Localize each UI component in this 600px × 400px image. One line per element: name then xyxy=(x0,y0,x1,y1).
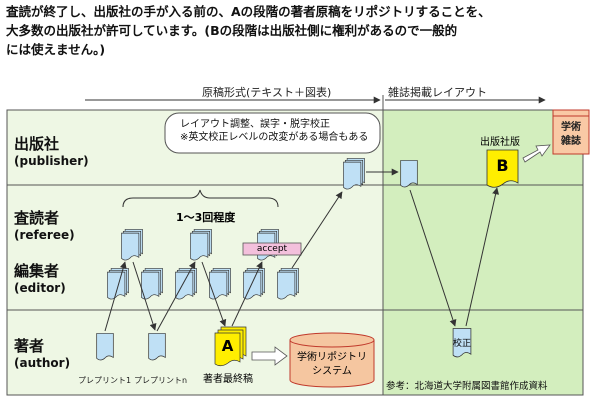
callout-line-1: レイアウト調整、誤字・脱字校正 xyxy=(180,119,330,130)
version-b-letter: B xyxy=(496,156,509,175)
preprint-1-doc xyxy=(96,333,114,361)
review-rounds-label: 1～3回程度 xyxy=(176,211,236,224)
phase-label-manuscript: 原稿形式(テキスト＋図表) xyxy=(202,86,332,99)
version-b-doc xyxy=(486,149,519,188)
callout-bubble xyxy=(164,112,381,154)
intro-line-2: 大多数の出版社が許可しています。(Bの段階は出版社側に権利があるので一般的 xyxy=(6,23,458,38)
repository-label: 学術リポジトリ システム xyxy=(297,352,367,377)
publisher-layout-doc-icon xyxy=(400,160,418,188)
lane-author-label: 著者 xyxy=(14,337,45,355)
deposit-arrow xyxy=(251,346,288,366)
author-final-doc xyxy=(214,326,247,367)
source-note: 参考：北海道大学附属図書館作成資料 xyxy=(386,381,548,392)
lane-publisher-sub: (publisher) xyxy=(14,154,89,168)
author-final-caption: 著者最終稿 xyxy=(203,374,253,385)
lane-author-sub: (author) xyxy=(14,356,71,370)
lane-publisher: 出版社 (publisher) xyxy=(14,136,89,170)
accept-tag xyxy=(242,242,302,256)
phase-label-journal-layout: 雑誌掲載レイアウト xyxy=(388,86,487,99)
lane-author: 著者 (author) xyxy=(14,338,70,372)
journal-label: 学術 雑誌 xyxy=(561,122,581,147)
review-brace xyxy=(122,189,279,208)
lane-referee-sub: (referee) xyxy=(14,228,75,242)
lane-publisher-label: 出版社 xyxy=(14,135,60,153)
preprint-n-doc xyxy=(148,333,166,361)
lane-editor-sub: (editor) xyxy=(14,281,66,295)
publisher-version-caption: 出版社版 xyxy=(480,137,520,148)
preprint-1-label: プレプリント1 xyxy=(78,376,132,385)
publish-arrow xyxy=(522,144,551,163)
lane-referee: 査読者 (referee) xyxy=(14,210,75,244)
author-final-letter: A xyxy=(221,337,234,355)
preprint-n-label: プレプリントn xyxy=(134,376,188,385)
accept-label: accept xyxy=(256,244,288,254)
lane-referee-label: 査読者 xyxy=(14,209,60,227)
intro-line-3: には使えません。) xyxy=(6,42,106,57)
proof-label: 校正 xyxy=(452,339,471,349)
lane-editor-label: 編集者 xyxy=(14,262,60,280)
intro-line-1: 査読が終了し、出版社の手が入る前の、Aの段階の著者原稿をリポジトリすることを、 xyxy=(6,4,491,19)
callout-line-2: ※英文校正レベルの改変がある場合もある xyxy=(180,132,369,143)
lane-editor: 編集者 (editor) xyxy=(14,263,66,297)
callout-text: レイアウト調整、誤字・脱字校正 ※英文校正レベルの改変がある場合もある xyxy=(180,118,368,144)
journal-icon xyxy=(552,109,590,155)
repository-cylinder xyxy=(289,332,375,388)
intro-text: 査読が終了し、出版社の手が入る前の、Aの段階の著者原稿をリポジトリすることを、 … xyxy=(6,2,596,59)
